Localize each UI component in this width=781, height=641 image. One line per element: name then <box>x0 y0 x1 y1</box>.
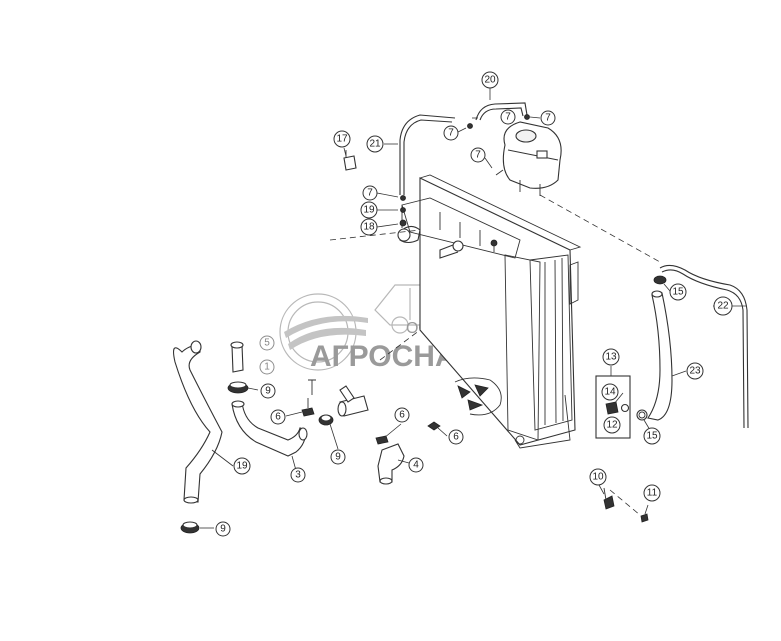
callout-22: 22 <box>713 296 733 316</box>
part-6-clips <box>301 379 441 445</box>
svg-text:15: 15 <box>672 287 684 298</box>
callout-15-a: 15 <box>669 283 687 301</box>
callout-7-b: 7 <box>540 110 556 126</box>
svg-text:22: 22 <box>717 301 729 312</box>
callout-14: 14 <box>601 383 619 401</box>
svg-text:12: 12 <box>606 420 618 431</box>
callout-6-a: 6 <box>270 409 286 425</box>
short-hose <box>337 385 369 417</box>
hose-part-19 <box>173 340 223 504</box>
callout-5: 5 <box>259 335 275 351</box>
expansion-tank <box>495 121 562 196</box>
svg-text:14: 14 <box>604 387 616 398</box>
svg-text:11: 11 <box>647 488 658 499</box>
pipe-part-22 <box>659 264 749 429</box>
svg-text:7: 7 <box>367 188 373 199</box>
svg-text:1: 1 <box>264 362 270 373</box>
callout-13: 13 <box>602 348 620 366</box>
svg-text:7: 7 <box>545 113 551 124</box>
part-10-fitting <box>603 487 615 510</box>
svg-text:19: 19 <box>363 205 375 216</box>
svg-text:20: 20 <box>484 75 496 86</box>
svg-text:7: 7 <box>448 128 454 139</box>
callout-1: 1 <box>259 359 275 375</box>
hose-part-23 <box>636 290 673 421</box>
radiator-assembly <box>397 174 582 449</box>
dashed-guide-lines <box>329 194 661 516</box>
callout-4: 4 <box>408 457 424 473</box>
callout-9-c: 9 <box>215 521 231 537</box>
svg-text:13: 13 <box>605 352 617 363</box>
callout-7-e: 7 <box>362 185 378 201</box>
svg-text:6: 6 <box>453 432 459 443</box>
svg-text:10: 10 <box>592 472 604 483</box>
svg-text:3: 3 <box>295 470 301 481</box>
svg-text:9: 9 <box>265 386 271 397</box>
callout-7-d: 7 <box>470 147 486 163</box>
callout-7-c: 7 <box>443 125 459 141</box>
callout-12: 12 <box>603 416 621 434</box>
svg-text:23: 23 <box>689 366 701 377</box>
callout-10: 10 <box>589 468 607 486</box>
svg-text:21: 21 <box>369 139 381 150</box>
callout-7-a: 7 <box>500 109 516 125</box>
pipe-part-21 <box>399 114 456 227</box>
callout-3: 3 <box>290 467 306 483</box>
svg-text:17: 17 <box>336 134 348 145</box>
part-11-bolt <box>640 513 649 523</box>
fan <box>454 377 502 416</box>
svg-text:7: 7 <box>475 150 481 161</box>
callout-23: 23 <box>686 362 704 380</box>
hose-part-3 <box>231 400 308 457</box>
callout-9-a: 9 <box>260 383 276 399</box>
svg-text:9: 9 <box>220 524 226 535</box>
svg-text:5: 5 <box>264 338 270 349</box>
callout-21: 21 <box>366 135 384 153</box>
part-16-clip <box>343 150 357 171</box>
svg-text:9: 9 <box>335 452 341 463</box>
pipe-part-20 <box>467 102 530 129</box>
svg-text:18: 18 <box>363 222 375 233</box>
callout-17: 18 <box>360 218 378 236</box>
callout-15-b: 15 <box>643 427 661 445</box>
svg-text:7: 7 <box>505 112 511 123</box>
svg-text:6: 6 <box>275 412 281 423</box>
svg-text:6: 6 <box>399 410 405 421</box>
svg-text:15: 15 <box>646 431 658 442</box>
callout-6-c: 6 <box>448 429 464 445</box>
callout-6-b: 6 <box>394 407 410 423</box>
svg-text:4: 4 <box>413 460 419 471</box>
callout-9-b: 9 <box>330 449 346 465</box>
callout-19: 19 <box>233 457 251 475</box>
callout-16: 17 <box>333 130 351 148</box>
callout-11: 11 <box>643 484 661 502</box>
callout-20: 20 <box>481 71 499 89</box>
watermark-logo-gear <box>279 293 368 371</box>
part-5-coupling <box>230 341 244 373</box>
callout-18: 19 <box>360 201 378 219</box>
part-15-clamp-top <box>653 275 667 285</box>
svg-text:19: 19 <box>236 461 248 472</box>
part-4-elbow <box>377 443 405 485</box>
part-9-clamps <box>180 381 334 534</box>
